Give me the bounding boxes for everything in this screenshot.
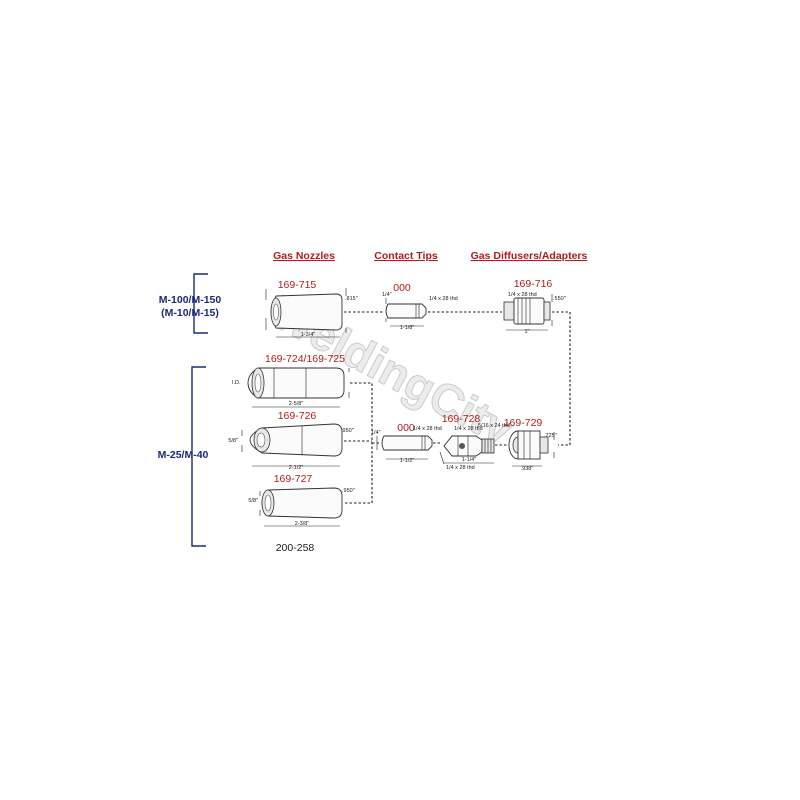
dim-n726-od: .950"	[341, 428, 354, 434]
contact-tip-top: 000 1/4" 1/4 x 28 thd 1-1/8"	[382, 282, 458, 331]
part-number-169-716: 169-716	[514, 278, 553, 290]
part-number-tip-bottom: 000	[397, 422, 415, 434]
dim-n724-id: I.D.	[232, 380, 241, 386]
nozzle-169-726: 169-726 5/8" .950" 2-1/2"	[228, 410, 353, 471]
dim-tip-top-thread: 1/4 x 28 thd	[429, 296, 458, 302]
dim-n726-length: 2-1/2"	[289, 465, 304, 471]
dim-n724-length: 2-5/8"	[289, 401, 304, 407]
dim-n727-length: 2-3/8"	[295, 521, 310, 527]
part-number-169-729: 169-729	[504, 417, 543, 429]
dim-n726-id: 5/8"	[228, 438, 238, 444]
diffuser-169-716: 169-716 1/4 x 28 thd .550" 1"	[503, 278, 566, 335]
dim-n715-od: .815"	[345, 296, 358, 302]
diffuser-169-729: 169-729 .725" .938"	[504, 417, 557, 472]
dim-n727-id: 5/8"	[248, 498, 258, 504]
dim-a728-length: 1-1/4"	[462, 457, 477, 463]
dim-d716-thread: 1/4 x 28 thd	[508, 292, 537, 298]
dim-tip-top-length: 1-1/8"	[400, 325, 415, 331]
part-number-tip-top: 000	[393, 282, 411, 294]
dim-d716-od: .550"	[553, 296, 566, 302]
dim-tip-bottom-thread: 1/4 x 28 thd	[413, 426, 442, 432]
dim-d729-length: .938"	[521, 466, 534, 472]
contact-tip-bottom: 000 1/4" 1/4 x 28 thd 1-1/2"	[371, 422, 442, 464]
part-number-169-727: 169-727	[274, 473, 313, 485]
dim-tip-bottom-length: 1-1/2"	[400, 458, 415, 464]
dim-tip-bottom-dia: 1/4"	[371, 430, 381, 436]
part-number-169-715: 169-715	[278, 279, 317, 291]
header-gas-nozzles: Gas Nozzles	[273, 250, 335, 262]
group-label-m100-m150: M-100/M-150	[159, 294, 222, 306]
dim-n715-length: 1-3/4"	[301, 332, 316, 338]
group-label-m10-m15: (M-10/M-15)	[161, 307, 219, 319]
connector-nozzles-bottom	[344, 382, 373, 504]
dim-tip-top-dia: 1/4"	[382, 292, 392, 298]
group-label-m25-m40: M-25/M-40	[158, 449, 209, 461]
dim-a728-thread-top: 1/4 x 28 thd	[454, 426, 483, 432]
dim-d729-od: .725"	[544, 433, 557, 439]
dim-a728-thread-bottom: 1/4 x 28 thd	[446, 465, 475, 471]
nozzle-169-715: 169-715 1-3/4" .815"	[265, 279, 358, 338]
dim-a728-thread-top2: 5/16 x 24 thd	[478, 423, 510, 429]
adapter-169-728: 169-728 1/4 x 28 thd 5/16 x 24 thd 1-1/4…	[439, 413, 510, 471]
connector-diffuser-716-729	[552, 311, 571, 446]
part-number-200-258: 200-258	[276, 542, 315, 554]
group-bracket-top	[193, 273, 208, 334]
part-number-169-724: 169-724/169-725	[265, 353, 345, 365]
part-number-169-726: 169-726	[278, 410, 317, 422]
header-gas-diffusers: Gas Diffusers/Adapters	[471, 250, 588, 262]
dim-d716-length: 1"	[524, 329, 529, 335]
dim-n727-od: .950"	[342, 488, 355, 494]
nozzle-169-724: 169-724/169-725 I.D. 2-5/8"	[232, 353, 350, 408]
nozzle-169-727: 169-727 5/8" .950" 2-3/8"	[248, 473, 354, 527]
group-bracket-bottom	[191, 366, 206, 547]
header-contact-tips: Contact Tips	[374, 250, 438, 262]
part-number-169-728: 169-728	[442, 413, 481, 425]
